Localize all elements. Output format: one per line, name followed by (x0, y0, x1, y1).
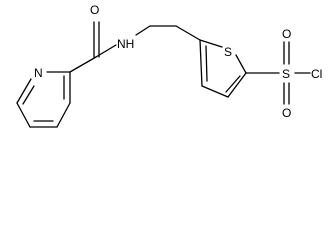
pyridine-bond-n-c6-inner (22, 85, 35, 105)
carbonyl-oxygen-label: O (90, 3, 99, 17)
bond-ring-carbonyl (69, 56, 97, 73)
pyridine-bond-n-c6 (16, 78, 32, 104)
bond-carbonyl-n (95, 44, 117, 58)
bond-n-ch2 (135, 25, 151, 36)
amide-nitrogen-label: NH (117, 37, 134, 51)
thiophene-bond-s-c2 (235, 54, 247, 74)
pyridine-bond-c6-c5 (16, 102, 31, 128)
thiophene-sulfur-label: S (224, 45, 232, 59)
atom-labels: O NH N S S O O Cl (34, 3, 322, 120)
pyridine-bond-c4-c3 (56, 102, 71, 128)
sulfonyl-oxygen-bottom-label: O (282, 106, 291, 120)
bond-lines (16, 21, 311, 128)
sulfonyl-oxygen-top-label: O (282, 27, 291, 41)
thiophene-bond-c5-s (199, 39, 223, 48)
thiophene-bond-c2-c3-inner (225, 75, 241, 93)
sulfonyl-sulfur-label: S (282, 67, 290, 81)
bond-ch2-thiophene (175, 25, 201, 41)
chlorine-label: Cl (311, 67, 322, 81)
thiophene-bond-c4-c5 (199, 39, 203, 87)
thiophene-bond-c3-c4 (201, 85, 229, 98)
thiophene-bond-c4-c5-inner (205, 45, 208, 82)
pyridine-nitrogen-label: N (34, 66, 43, 80)
structure-diagram: O NH N S S O O Cl (16, 3, 322, 128)
thiophene-bond-c2-c3 (227, 72, 247, 98)
